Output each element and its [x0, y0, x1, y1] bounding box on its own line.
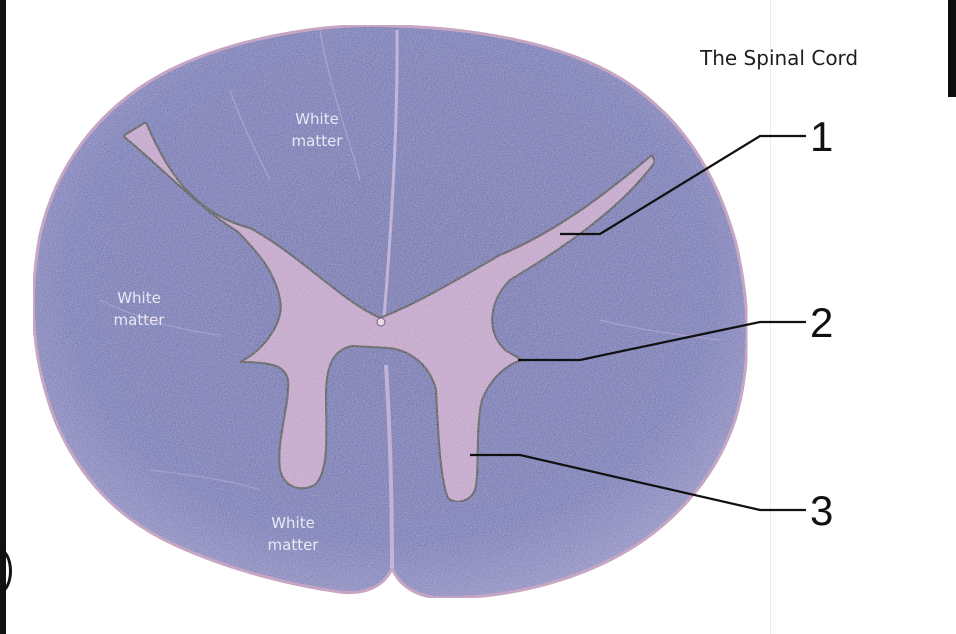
page-fold-line	[770, 0, 771, 634]
blood-vessel	[599, 319, 721, 341]
label-white-matter-top: White matter	[291, 110, 343, 150]
image-right-edge-bar	[948, 0, 956, 97]
blood-vessel	[229, 89, 271, 181]
callout-number-3: 3	[810, 487, 834, 534]
leader-line-3	[470, 453, 806, 512]
leader-line-2	[518, 320, 806, 362]
white-matter-region	[31, 24, 749, 600]
blood-vessel	[319, 29, 361, 181]
gray-matter-region	[121, 120, 657, 503]
posterior-median-septum	[382, 29, 399, 319]
blood-vessel	[149, 469, 261, 491]
diagram-title: The Spinal Cord	[700, 46, 859, 70]
label-white-matter-left: White matter	[113, 289, 165, 329]
blood-vessel	[99, 299, 221, 336]
callout-number-1: 1	[810, 113, 834, 160]
label-white-matter-bottom: White matter	[267, 514, 319, 554]
callout-number-2: 2	[810, 299, 834, 346]
image-left-edge	[0, 0, 6, 634]
anterior-median-fissure	[384, 364, 394, 569]
leader-line-1	[560, 134, 806, 236]
central-canal	[376, 317, 386, 327]
leader-lines	[470, 134, 806, 512]
